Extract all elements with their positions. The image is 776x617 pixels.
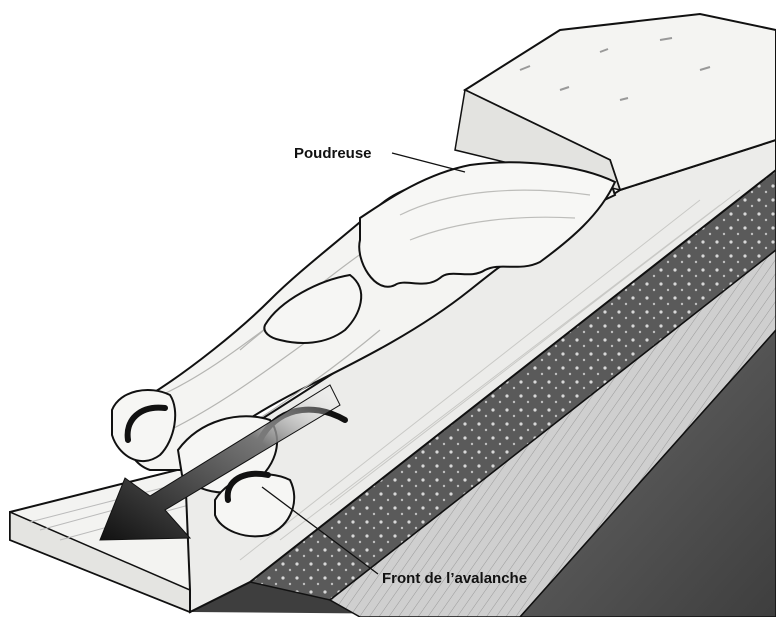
- powder-leader-line: [392, 153, 465, 172]
- powder-label: Poudreuse: [294, 145, 372, 162]
- avalanche-front-label: Front de l’avalanche: [382, 570, 527, 587]
